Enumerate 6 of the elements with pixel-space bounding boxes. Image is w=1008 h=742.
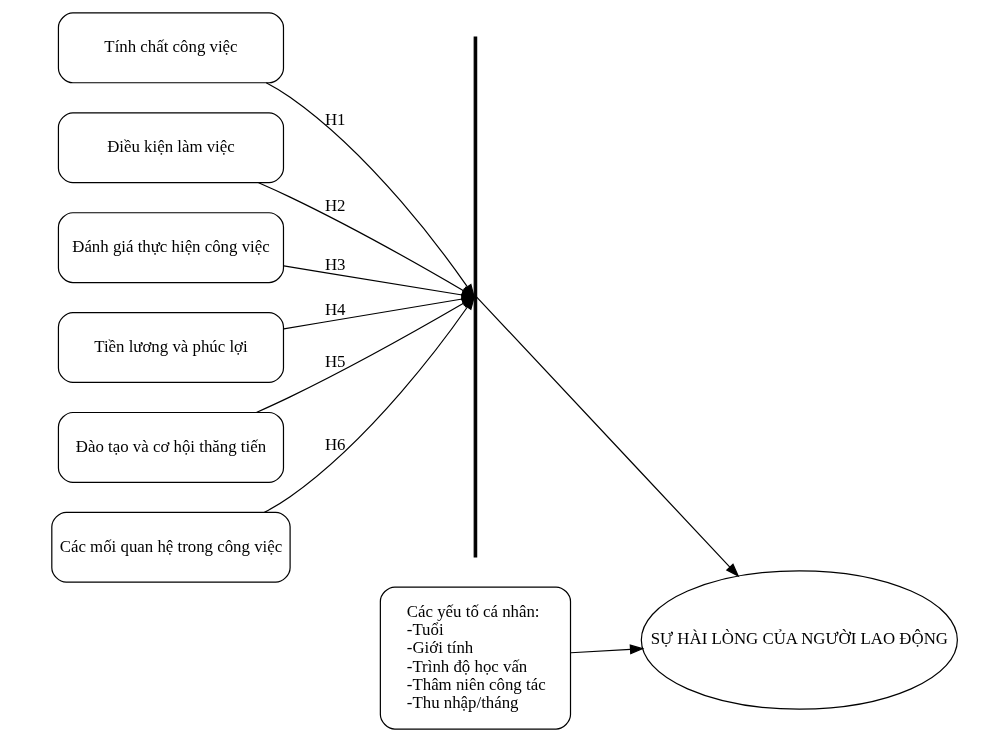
edge-label: H5 [324,352,346,372]
edge-label: H1 [324,110,346,130]
edge-label: H4 [324,300,346,320]
edge-label: H2 [324,195,346,215]
edge-label: H6 [324,435,346,455]
edge-label: H3 [324,254,346,274]
